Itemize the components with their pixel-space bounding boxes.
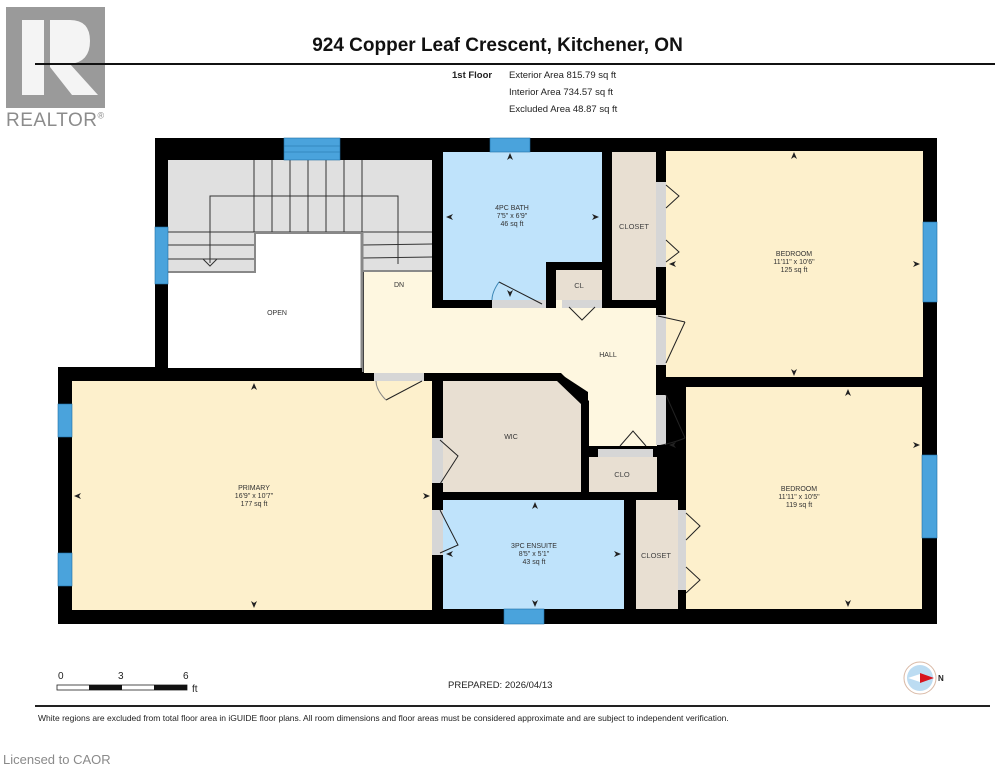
bedroom2-name: BEDROOM bbox=[781, 486, 817, 493]
compass-icon: N bbox=[903, 661, 944, 695]
primary-area: 177 sq ft bbox=[241, 501, 268, 508]
closet-bottom-name: CLOSET bbox=[641, 551, 671, 560]
primary-dims: 16'9" x 10'7" bbox=[235, 493, 274, 500]
scale-tick-3: 3 bbox=[118, 671, 124, 682]
excluded-area: Excluded Area 48.87 sq ft bbox=[509, 104, 618, 115]
disclaimer-text: White regions are excluded from total fl… bbox=[38, 713, 729, 723]
compass-north-label: N bbox=[938, 674, 944, 683]
interior-area: Interior Area 734.57 sq ft bbox=[509, 87, 614, 98]
hall bbox=[364, 272, 657, 446]
prepared-date: PREPARED: 2026/04/13 bbox=[448, 680, 553, 691]
bedroom1-area: 125 sq ft bbox=[781, 267, 808, 274]
doors bbox=[374, 182, 686, 590]
interior-walls bbox=[155, 152, 928, 610]
realtor-logo bbox=[6, 7, 105, 108]
bedroom1-dims: 11'11" x 10'6" bbox=[773, 259, 815, 266]
realtor-r-icon bbox=[6, 7, 105, 108]
primary-name: PRIMARY bbox=[238, 485, 270, 492]
licensed-watermark: Licensed to CAOR bbox=[3, 752, 111, 767]
registered-mark: ® bbox=[97, 110, 105, 121]
bedroom-1 bbox=[666, 151, 923, 378]
bedroom2-area: 119 sq ft bbox=[786, 502, 812, 509]
open-region bbox=[168, 272, 255, 368]
bath4-name: 4PC BATH bbox=[495, 205, 529, 212]
clo-closet bbox=[589, 456, 657, 492]
realtor-wordmark: REALTOR® bbox=[6, 110, 105, 132]
walk-in-closet bbox=[443, 381, 581, 492]
ensuite-name: 3PC ENSUITE bbox=[511, 543, 557, 550]
dimension-markers bbox=[74, 152, 920, 608]
bedroom-2 bbox=[686, 387, 922, 609]
door-swings bbox=[375, 184, 701, 594]
ensuite-dims: 8'5" x 5'1" bbox=[519, 551, 550, 558]
closet-top bbox=[612, 152, 656, 300]
closet-top-name: CLOSET bbox=[619, 222, 649, 231]
bedroom1-name: BEDROOM bbox=[776, 251, 812, 258]
page-title: 924 Copper Leaf Crescent, Kitchener, ON bbox=[312, 35, 683, 56]
scale-tick-6: 6 bbox=[183, 671, 189, 682]
floor-plan: 4PC BATH 7'5" x 6'9" 46 sq ft CLOSET CL … bbox=[57, 137, 938, 625]
scale-bar: 0 3 6 ft bbox=[56, 671, 198, 695]
cl-closet bbox=[556, 270, 602, 300]
scale-tick-0: 0 bbox=[58, 671, 64, 682]
windows bbox=[57, 137, 938, 625]
bath4-area: 46 sq ft bbox=[501, 221, 524, 228]
title-divider bbox=[35, 63, 995, 65]
wic-name: WIC bbox=[504, 434, 518, 441]
scale-unit: ft bbox=[192, 684, 198, 695]
bath4-dims: 7'5" x 6'9" bbox=[497, 213, 528, 220]
primary-bedroom bbox=[72, 381, 432, 610]
footer-divider bbox=[35, 705, 990, 707]
open-name: OPEN bbox=[267, 310, 287, 317]
bedroom2-dims: 11'11" x 10'5" bbox=[778, 494, 820, 501]
ensuite-area: 43 sq ft bbox=[523, 559, 546, 566]
realtor-text: REALTOR bbox=[6, 110, 98, 131]
floor-label: 1st Floor bbox=[452, 70, 493, 81]
clo-name: CLO bbox=[614, 470, 630, 479]
closet-bottom bbox=[636, 500, 678, 609]
dn-label: DN bbox=[394, 282, 404, 289]
hall-name: HALL bbox=[599, 352, 617, 359]
ensuite-3pc bbox=[443, 500, 624, 609]
exterior-area: Exterior Area 815.79 sq ft bbox=[509, 70, 617, 81]
cl-name: CL bbox=[574, 281, 584, 290]
